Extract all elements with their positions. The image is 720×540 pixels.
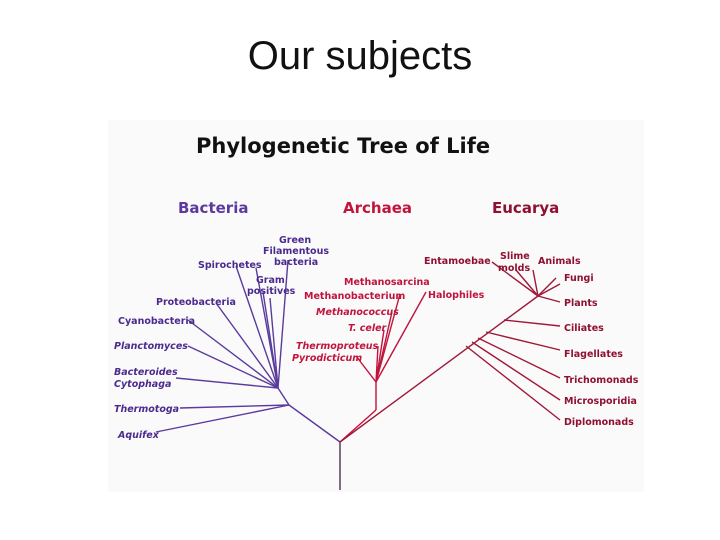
label-diplomonads: Diplomonads [564,417,634,428]
label-green-3: bacteria [274,257,318,268]
label-ciliates: Ciliates [564,323,604,334]
label-proteobacteria: Proteobacteria [156,297,236,308]
label-bacteroides: Bacteroides [114,367,178,378]
label-tceler: T. celer [348,323,388,334]
label-methanosarcina: Methanosarcina [344,277,430,288]
tree-diagram: Phylogenetic Tree of Life Bacteria Archa… [114,134,639,490]
domain-bacteria: Bacteria [178,199,248,217]
label-spirochetes: Spirochetes [198,260,262,271]
eucarya-branches [339,261,561,443]
label-cyanobacteria: Cyanobacteria [118,316,195,327]
phylogenetic-tree-figure: Phylogenetic Tree of Life Bacteria Archa… [108,120,644,492]
label-flagellates: Flagellates [564,349,623,360]
label-methanococcus: Methanococcus [316,307,399,318]
label-green-1: Green [279,235,311,246]
label-slime-1: Slime [500,251,530,262]
label-thermoproteus: Thermoproteus [296,341,379,352]
figure-title: Phylogenetic Tree of Life [196,134,490,158]
label-planctomyces: Planctomyces [114,341,188,352]
label-trichomonads: Trichomonads [564,375,639,386]
domain-eucarya: Eucarya [492,199,559,217]
label-thermotoga: Thermotoga [114,404,179,415]
label-pyrodicticum: Pyrodicticum [292,353,362,364]
label-slime-2: molds [498,263,530,274]
label-halophiles: Halophiles [428,290,485,301]
label-animals: Animals [538,256,581,267]
label-plants: Plants [564,298,598,309]
domain-archaea: Archaea [343,199,412,217]
label-entamoebae: Entamoebae [424,256,491,267]
archaea-branches [339,291,427,443]
label-cytophaga: Cytophaga [114,379,171,390]
bacteria-branches [155,259,341,443]
label-fungi: Fungi [564,273,594,284]
label-methanobacterium: Methanobacterium [304,291,405,302]
label-gram-1: Gram [256,275,285,286]
label-green-2: Filamentous [263,246,329,257]
label-microsporidia: Microsporidia [564,396,637,407]
slide-title: Our subjects [247,34,473,78]
label-gram-2: positives [247,286,296,297]
label-aquifex: Aquifex [117,430,160,441]
